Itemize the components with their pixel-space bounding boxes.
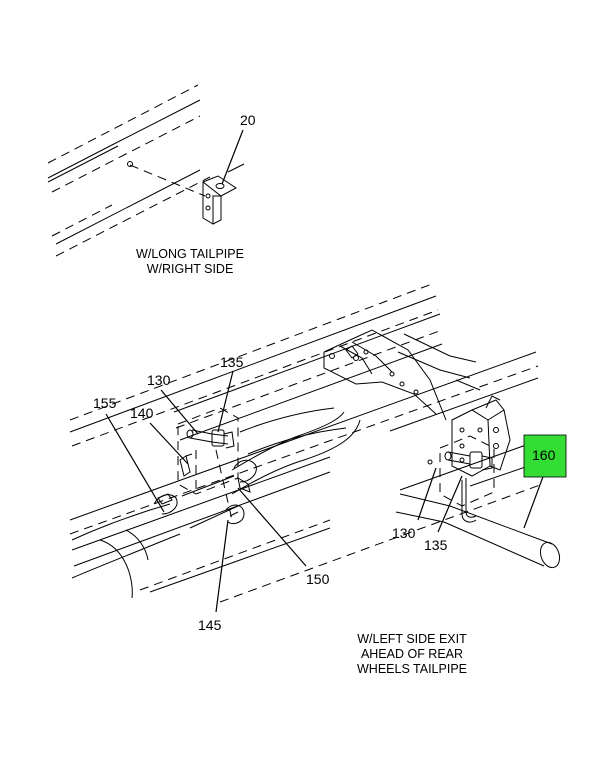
hanger-assembly-right [427, 395, 511, 523]
top-detail-frame-rail [47, 84, 245, 257]
leader-lines [105, 370, 545, 613]
tailpipe-160 [395, 493, 561, 569]
part-label-150: 150 [306, 571, 330, 587]
part-label-135-right: 135 [424, 537, 448, 553]
caption-top-line1: W/LONG TAILPIPE [136, 247, 244, 261]
part-label-140: 140 [130, 405, 154, 421]
caption-bottom-line3: WHEELS TAILPIPE [357, 662, 467, 676]
caption-bottom-line1: W/LEFT SIDE EXIT [357, 632, 467, 646]
bracket-20 [202, 129, 244, 225]
caption-top: W/LONG TAILPIPE W/RIGHT SIDE [136, 247, 244, 276]
part-label-155: 155 [93, 395, 117, 411]
tailpipe-run [71, 407, 361, 599]
caption-top-line2: W/RIGHT SIDE [147, 262, 234, 276]
part-label-135-left: 135 [220, 354, 244, 370]
part-label-160: 160 [532, 447, 556, 463]
caption-bottom: W/LEFT SIDE EXIT AHEAD OF REAR WHEELS TA… [357, 632, 467, 676]
frame-rails [69, 283, 541, 603]
part-label-130-left: 130 [147, 372, 171, 388]
caption-bottom-line2: AHEAD OF REAR [361, 647, 463, 661]
crossmember [323, 329, 481, 421]
clamp-assembly-left [153, 407, 257, 525]
part-label-145: 145 [198, 617, 222, 633]
part-label-20: 20 [240, 112, 256, 128]
part-label-130-right: 130 [392, 525, 416, 541]
highlight-box-160 [523, 434, 567, 478]
